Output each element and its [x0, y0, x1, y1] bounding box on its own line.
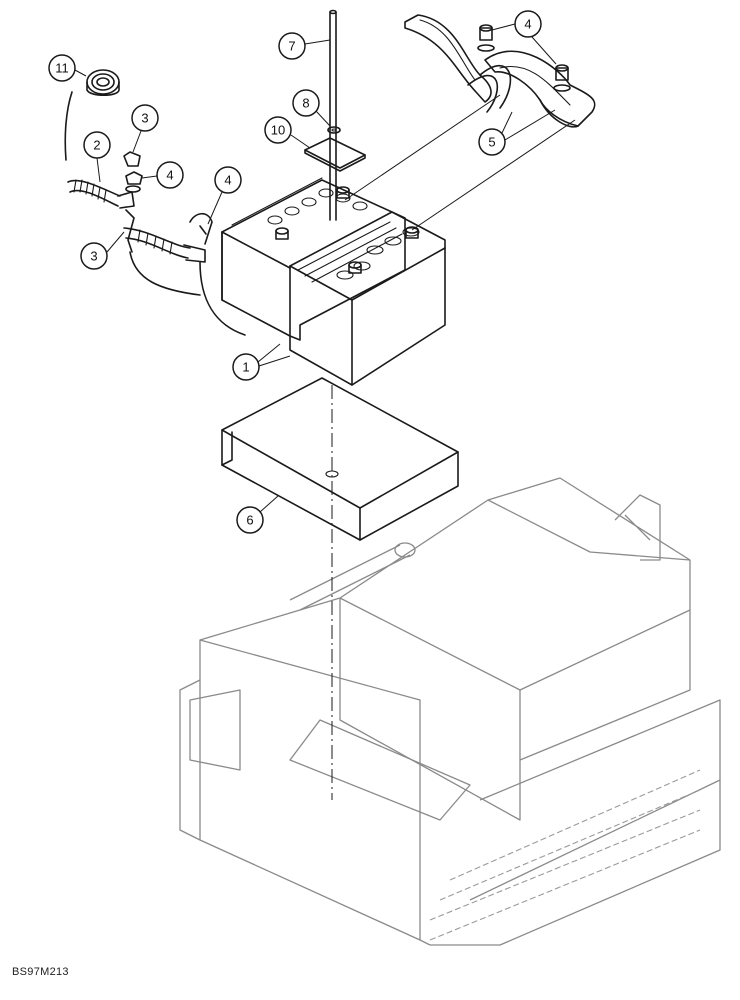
svg-text:6: 6	[246, 513, 253, 528]
callout-5: 5	[478, 109, 556, 156]
callout-8: 8	[292, 89, 331, 127]
drawing-id: BS97M213	[12, 966, 69, 978]
svg-text:8: 8	[302, 96, 309, 111]
chassis-frame	[179, 477, 721, 946]
callout-10: 10	[264, 116, 311, 149]
washer	[327, 126, 341, 134]
cable-boot	[67, 179, 135, 209]
svg-text:2: 2	[93, 138, 100, 153]
battery-cable	[123, 209, 246, 336]
grommet	[64, 69, 120, 161]
callout-4-left: 4	[141, 161, 184, 189]
callout-3-bottom: 3	[80, 231, 125, 270]
svg-text:1: 1	[242, 360, 249, 375]
callout-11: 11	[48, 54, 87, 82]
ground-straps	[404, 14, 596, 128]
battery-tray	[221, 377, 459, 541]
strap-nuts	[477, 24, 571, 92]
connection-lines	[344, 94, 576, 231]
callout-3-top: 3	[131, 104, 159, 153]
hold-down-rod	[329, 9, 337, 221]
callout-4-right: 4	[491, 10, 557, 65]
callout-4-cable: 4	[207, 166, 242, 225]
svg-text:4: 4	[224, 173, 231, 188]
hold-down-plate	[304, 137, 366, 172]
svg-text:4: 4	[166, 168, 173, 183]
svg-text:10: 10	[271, 123, 285, 138]
svg-text:5: 5	[488, 135, 495, 150]
svg-text:3: 3	[141, 111, 148, 126]
battery-terminals	[275, 186, 419, 274]
svg-text:4: 4	[524, 17, 531, 32]
svg-text:3: 3	[90, 249, 97, 264]
callout-7: 7	[278, 32, 331, 60]
terminal-clamp-top	[123, 151, 143, 193]
svg-text:7: 7	[288, 39, 295, 54]
svg-text:11: 11	[55, 61, 69, 76]
battery-pair	[221, 177, 446, 386]
callout-6: 6	[236, 495, 279, 534]
callout-1: 1	[232, 343, 291, 381]
callout-2: 2	[83, 131, 111, 183]
